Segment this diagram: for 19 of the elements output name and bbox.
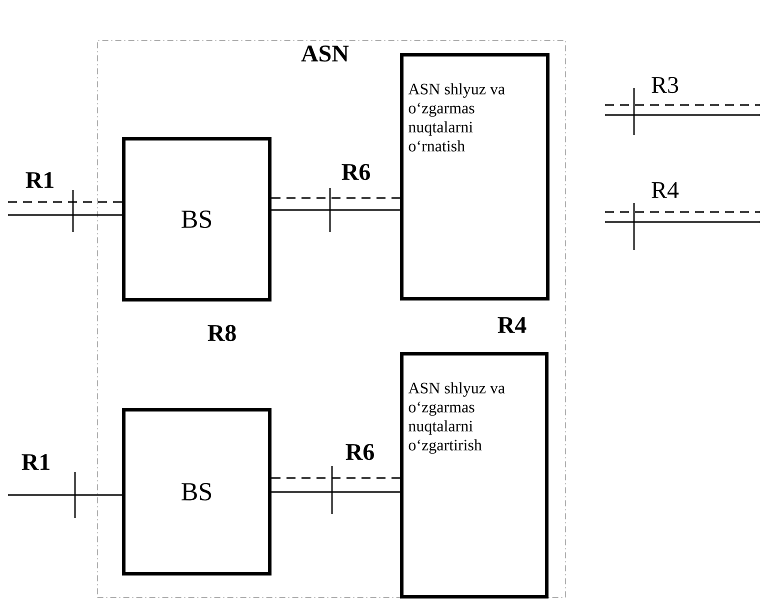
interface-label: R4 xyxy=(498,317,526,333)
edge-label: R1 xyxy=(26,172,54,188)
gateway-box: ASN shlyuz va o‘zgarmas nuqtalarni o‘rnatish xyxy=(400,53,550,300)
edge-label: R1 xyxy=(22,454,50,470)
bs-box: BS xyxy=(122,137,272,302)
interface-label: R4 xyxy=(652,182,679,198)
interface-label: R3 xyxy=(652,76,678,94)
edge-label: R6 xyxy=(342,164,370,180)
connector-line xyxy=(8,214,122,216)
connector-line xyxy=(272,209,400,211)
connector-line xyxy=(272,491,400,493)
bs-box: BS xyxy=(122,408,272,576)
connector-line xyxy=(8,201,122,203)
edge-label: R6 xyxy=(346,444,374,460)
gateway-box: ASN shlyuz va o‘zgarmas nuqtalarni o‘zgartirish xyxy=(400,352,548,598)
connector-line xyxy=(272,197,400,199)
connector-line xyxy=(272,477,400,479)
interface-label: R8 xyxy=(208,324,236,342)
connector-line xyxy=(8,494,122,496)
